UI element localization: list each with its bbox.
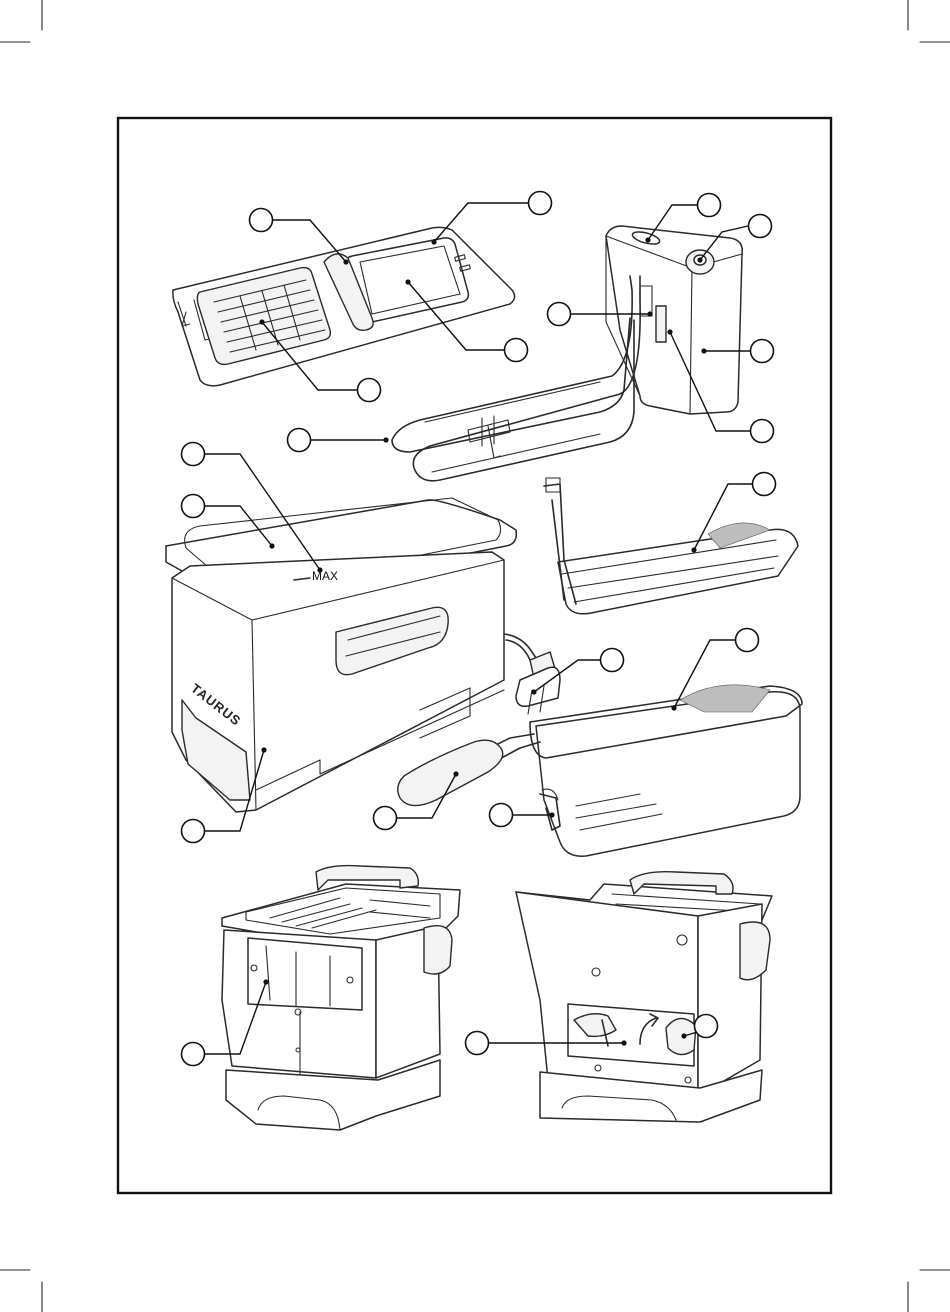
- assembled-side-view: [516, 872, 772, 1122]
- callout-basket-handle: [374, 807, 397, 830]
- max-level-label: MAX: [312, 569, 338, 583]
- callout-heater-sensor: [548, 303, 571, 326]
- callout-small-basket: [753, 473, 776, 496]
- lid-drawing: [173, 227, 515, 385]
- callout-indicator-light: [698, 194, 721, 217]
- callout-control-body: [751, 340, 774, 363]
- fryer-body-drawing: TAURUS MAX: [166, 498, 560, 812]
- callout-max-level: [182, 443, 205, 466]
- callout-lid-window: [505, 339, 528, 362]
- callout-control-slot: [182, 1043, 205, 1066]
- callout-oil-tank: [182, 495, 205, 518]
- callout-cord-clip: [695, 1015, 718, 1038]
- callout-lid-corner: [529, 192, 552, 215]
- callout-heating-element: [288, 429, 311, 452]
- callout-lid-handle: [250, 209, 273, 232]
- assembled-front-view: [222, 866, 460, 1130]
- callout-basket-hook: [490, 804, 513, 827]
- callout-lid-filter: [358, 379, 381, 402]
- callout-power-plug: [601, 649, 624, 672]
- small-basket-drawing: [544, 478, 798, 614]
- callout-large-basket: [736, 629, 759, 652]
- callout-housing: [182, 820, 205, 843]
- callout-safety-switch: [751, 420, 774, 443]
- callout-cord-storage: [466, 1032, 489, 1055]
- callout-thermostat-knob: [749, 215, 772, 238]
